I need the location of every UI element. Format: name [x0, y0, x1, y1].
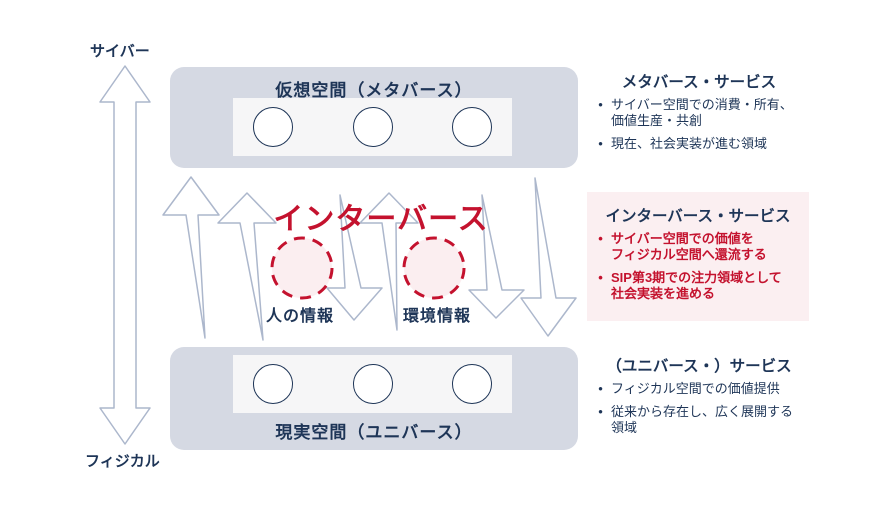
virtual-space-title: 仮想空間（メタバース）	[275, 81, 473, 100]
bullet-icon: •	[598, 136, 603, 151]
up-arrow-icon-1	[162, 176, 220, 339]
bullet-line: フィジカル空間での価値提供	[611, 381, 780, 396]
bullet-icon: •	[598, 97, 603, 112]
node-circle	[452, 107, 492, 147]
bullet-line: 現在、社会実装が進む領域	[611, 136, 768, 151]
list-item: • SIP第3期での注力領域として 社会実装を進める	[590, 270, 820, 302]
interverse-service-panel	[587, 192, 809, 321]
universe-service-title: （ユニバース・）サービス	[606, 358, 792, 375]
up-arrow-icon-2	[217, 192, 277, 341]
environment-info-dashed-circle-icon	[402, 236, 466, 300]
down-arrow-icon-3	[520, 177, 577, 337]
node-circle	[352, 364, 393, 404]
node-circle	[452, 364, 492, 404]
environment-info-label: 環境情報	[403, 308, 472, 325]
down-arrow-icon-2	[468, 194, 525, 319]
list-item: • サイバー空間での消費・所有、 価値生産・共創	[590, 97, 820, 129]
bullet-line: 領域	[611, 420, 638, 435]
metaverse-service-title: メタバース・サービス	[621, 74, 777, 91]
down-arrow-icon-1	[326, 194, 383, 321]
double-arrow-icon	[99, 65, 151, 445]
virtual-space-box: 仮想空間（メタバース）	[170, 67, 578, 168]
real-space-title: 現実空間（ユニバース）	[275, 423, 473, 442]
bullet-line: 価値生産・共創	[611, 113, 703, 128]
bullet-line: SIP第3期での注力領域として	[611, 270, 782, 285]
node-circle	[352, 107, 393, 147]
human-info-dashed-circle-icon	[270, 236, 334, 300]
interverse-service-title: インターバース・サービス	[605, 208, 791, 225]
cyber-physical-axis-arrow	[99, 65, 151, 445]
list-item: • サイバー空間での価値を フィジカル空間へ還流する	[590, 231, 820, 263]
bullet-line: サイバー空間での消費・所有、	[611, 97, 793, 112]
metaverse-service-bullets: • サイバー空間での消費・所有、 価値生産・共創 • 現在、社会実装が進む領域	[590, 97, 820, 159]
bullet-line: フィジカル空間へ還流する	[611, 247, 767, 262]
list-item: • フィジカル空間での価値提供	[590, 381, 820, 397]
axis-label-physical: フィジカル	[85, 453, 160, 470]
info-circles	[270, 236, 466, 300]
interverse-service-bullets: • サイバー空間での価値を フィジカル空間へ還流する • SIP第3期での注力領…	[590, 231, 820, 309]
real-space-nodes	[233, 355, 512, 413]
exchange-arrows	[162, 176, 577, 341]
bullet-icon: •	[598, 381, 603, 396]
bullet-line: サイバー空間での価値を	[611, 231, 754, 246]
human-info-label: 人の情報	[266, 308, 335, 325]
axis-label-cyber: サイバー	[90, 43, 150, 60]
node-circle	[253, 107, 293, 147]
up-arrow-icon-3	[359, 192, 419, 331]
node-circle	[253, 364, 293, 404]
bullet-icon: •	[598, 270, 603, 285]
bullet-line: 社会実装を進める	[611, 286, 716, 301]
list-item: • 現在、社会実装が進む領域	[590, 136, 820, 152]
bullet-icon: •	[598, 404, 603, 419]
interverse-title: インターバース	[273, 203, 489, 236]
bullet-line: 従来から存在し、広く展開する	[611, 404, 794, 419]
bullet-icon: •	[598, 231, 603, 246]
universe-service-bullets: • フィジカル空間での価値提供 • 従来から存在し、広く展開する 領域	[590, 381, 820, 443]
list-item: • 従来から存在し、広く展開する 領域	[590, 404, 820, 436]
virtual-space-nodes	[233, 98, 512, 156]
real-space-box: 現実空間（ユニバース）	[170, 347, 578, 450]
